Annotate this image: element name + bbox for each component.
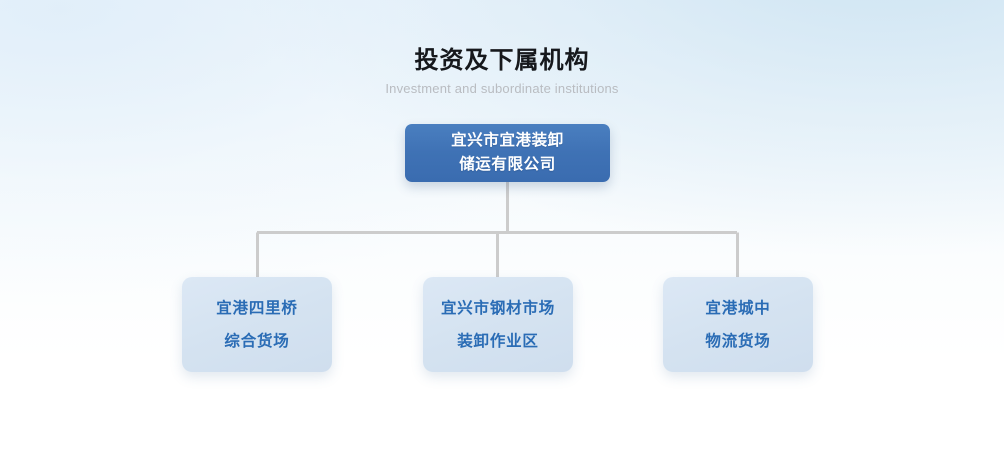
org-node-child-2[interactable]: 宜港城中 物流货场 [663,277,813,372]
org-node-child-0-line-2: 综合货场 [224,332,290,350]
org-node-root[interactable]: 宜兴市宜港装卸 储运有限公司 [405,124,610,182]
org-node-child-2-line-1: 宜港城中 [705,299,771,317]
org-node-child-1-line-2: 装卸作业区 [457,332,539,350]
org-node-root-line-1: 宜兴市宜港装卸 [451,132,564,149]
org-node-child-0-line-1: 宜港四里桥 [216,299,298,317]
page-heading: 投资及下属机构 Investment and subordinate insti… [0,46,1004,97]
org-node-root-line-2: 储运有限公司 [459,156,556,173]
org-node-child-0[interactable]: 宜港四里桥 综合货场 [182,277,332,372]
org-node-child-1-line-1: 宜兴市钢材市场 [440,299,556,317]
org-node-child-2-line-2: 物流货场 [705,332,771,350]
page-title: 投资及下属机构 [414,47,590,74]
page-subtitle: Investment and subordinate institutions [385,81,619,96]
org-node-child-1[interactable]: 宜兴市钢材市场 装卸作业区 [423,277,573,372]
